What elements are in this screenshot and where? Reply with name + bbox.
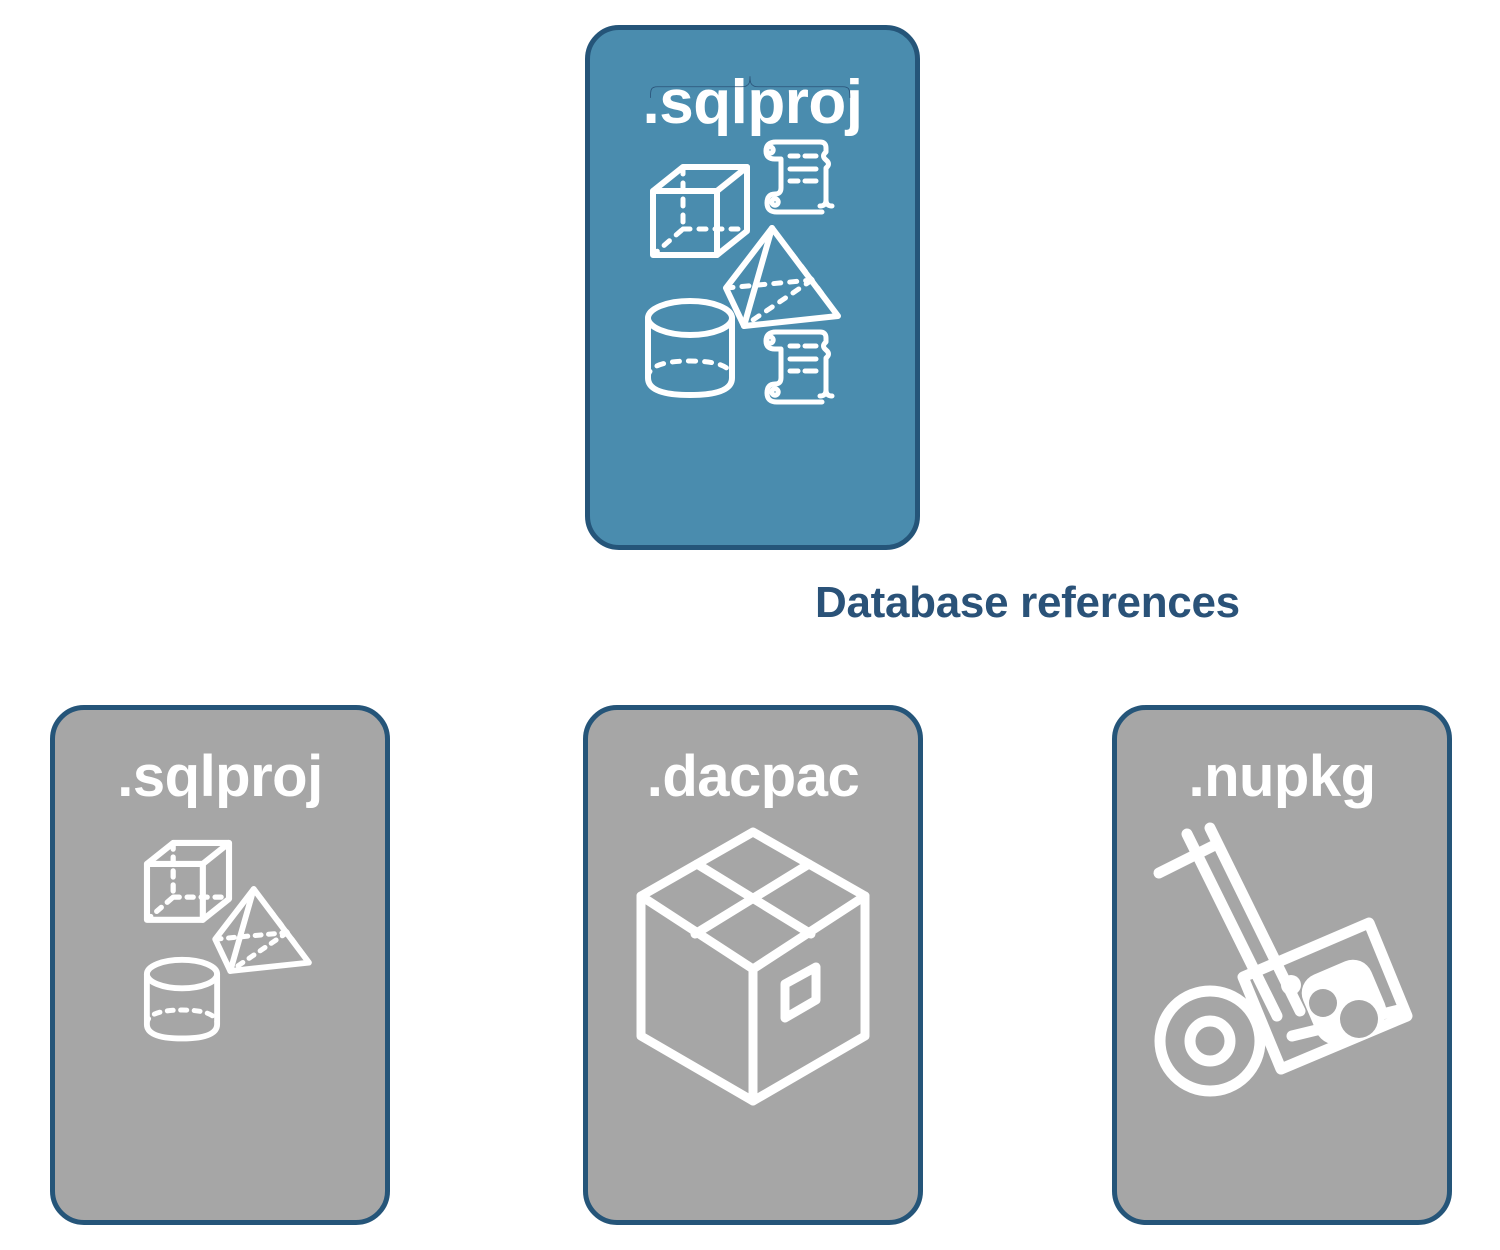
cube-icon bbox=[650, 164, 750, 258]
pyramid-icon bbox=[212, 886, 312, 974]
node-ref-dacpac[interactable]: .dacpac bbox=[583, 705, 923, 1225]
shipping-box-icon bbox=[636, 827, 870, 1106]
scroll-icon bbox=[763, 139, 835, 215]
node-root-sqlproj[interactable]: .sqlproj bbox=[585, 25, 920, 550]
node-ref-dacpac-label: .dacpac bbox=[646, 744, 860, 809]
node-ref-nupkg-label: .nupkg bbox=[1188, 744, 1376, 809]
node-root-sqlproj-icons bbox=[590, 134, 915, 545]
node-ref-sqlproj-icons bbox=[55, 806, 385, 1220]
cylinder-icon bbox=[645, 298, 735, 398]
node-ref-nupkg[interactable]: .nupkg bbox=[1112, 705, 1452, 1225]
cylinder-icon bbox=[143, 956, 221, 1042]
node-ref-dacpac-icons bbox=[588, 806, 918, 1220]
node-ref-nupkg-icons bbox=[1117, 806, 1447, 1220]
pyramid-icon bbox=[723, 225, 841, 329]
node-root-sqlproj-label: .sqlproj bbox=[642, 68, 863, 137]
cube-icon bbox=[143, 839, 233, 923]
node-ref-sqlproj-label: .sqlproj bbox=[117, 744, 323, 809]
node-ref-sqlproj[interactable]: .sqlproj bbox=[50, 705, 390, 1225]
scroll-icon bbox=[763, 329, 835, 405]
brace-connector-label: Database references bbox=[815, 578, 1240, 627]
brace-connector bbox=[650, 76, 851, 99]
nuget-package-icon bbox=[1237, 917, 1413, 1075]
